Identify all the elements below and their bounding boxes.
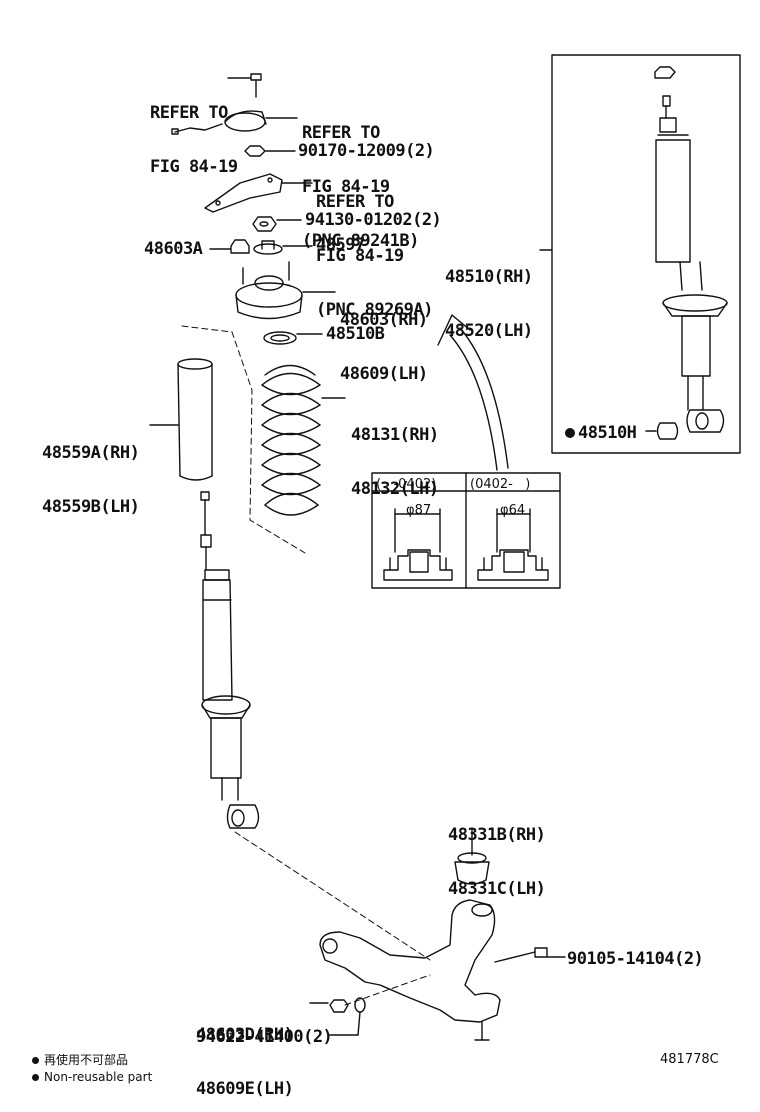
label-line: FIG 84-19 (150, 157, 238, 177)
label-text: 48510H (578, 423, 637, 443)
legend-japanese: 再使用不可部品 (32, 1051, 128, 1069)
retainer-48597 (253, 240, 313, 255)
label-line: REFER TO (302, 123, 380, 143)
bracket-part (204, 173, 313, 213)
label-refer-fig-89241b: REFER TO FIG 84-19 (PNC 89241B) (302, 88, 419, 268)
coil-spring (261, 364, 346, 516)
detail-col2-header: (0402- ) (470, 477, 531, 492)
label-line: REFER TO (150, 103, 228, 123)
upper-support-48603 (235, 261, 336, 320)
label-line: 48609E(LH) (196, 1079, 294, 1099)
nuts-48603d (309, 997, 366, 1036)
label-48131: 48131(RH) 48132(LH) (351, 390, 439, 516)
insulator-48510b (263, 331, 323, 345)
legend-text: Non-reusable part (44, 1070, 153, 1084)
label-48597: 48597 (316, 235, 365, 255)
detail-col1-header: ( -0402) (376, 477, 437, 492)
dashed-leaders (181, 325, 431, 1006)
label-line: 48603D(RH) (196, 1025, 294, 1045)
label-line: 48520(LH) (445, 321, 533, 341)
label-line: 48609(LH) (340, 364, 428, 384)
label-48603a: 48603A (144, 239, 203, 259)
label-line: 48132(LH) (351, 479, 439, 499)
legend-text: 再使用不可部品 (44, 1053, 129, 1067)
dust-boot (149, 358, 213, 481)
label-line: 48331B(RH) (448, 825, 546, 845)
label-refer-fig-top: REFER TO FIG 84-19 (150, 68, 238, 194)
label-48603: 48603(RH) 48609(LH) (340, 275, 428, 401)
non-reusable-dot-icon (32, 1057, 39, 1064)
rear-shock-box (539, 54, 741, 454)
label-94622: 94622-41400(2) (196, 1027, 333, 1047)
label-48510h: 48510H (565, 423, 637, 443)
label-48510b: 48510B (326, 324, 385, 344)
reference-arrow (437, 314, 509, 471)
legend-english: Non-reusable part (32, 1068, 152, 1086)
label-line: 48131(RH) (351, 425, 439, 445)
label-line: (PNC 89241B) (302, 231, 419, 251)
label-48331: 48331B(RH) 48331C(LH) (448, 790, 546, 916)
label-line: REFER TO (316, 192, 394, 212)
lower-control-arm (319, 899, 566, 1041)
label-line: 48510(RH) (445, 267, 533, 287)
label-line: FIG 84-19 (302, 177, 390, 197)
label-48603d: 48603D(RH) 48609E(LH) (196, 990, 294, 1112)
bound-stopper (454, 829, 490, 885)
label-94130: 94130-01202(2) (305, 210, 442, 230)
height-sensor-part (171, 110, 298, 135)
label-90170: 90170-12009(2) (298, 141, 435, 161)
version-detail-box (371, 472, 561, 589)
label-line: 48559B(LH) (42, 497, 140, 517)
detail-col1-dim: φ87 (406, 503, 432, 518)
label-48559: 48559A(RH) 48559B(LH) (42, 408, 140, 534)
label-line: 48603(RH) (340, 310, 428, 330)
label-refer-fig-89269a: REFER TO FIG 84-19 (PNC 89269A) (316, 157, 433, 337)
nut-94130 (252, 216, 302, 232)
label-line: FIG 84-19 (316, 246, 404, 266)
non-reusable-dot-icon (32, 1074, 39, 1081)
label-line: 48331C(LH) (448, 879, 546, 899)
diagram-code: 481778C (660, 1052, 719, 1067)
label-90105: 90105-14104(2) (567, 949, 704, 969)
bolt-ref-fig (227, 73, 262, 98)
label-line: (PNC 89269A) (316, 300, 433, 320)
label-line: 48559A(RH) (42, 443, 140, 463)
non-reusable-dot-icon (565, 428, 575, 438)
nut-90170 (244, 145, 296, 157)
label-48510: 48510(RH) 48520(LH) (445, 232, 533, 358)
cushion-48603a (209, 239, 250, 254)
shock-absorber (200, 491, 260, 829)
detail-col2-dim: φ64 (500, 503, 526, 518)
